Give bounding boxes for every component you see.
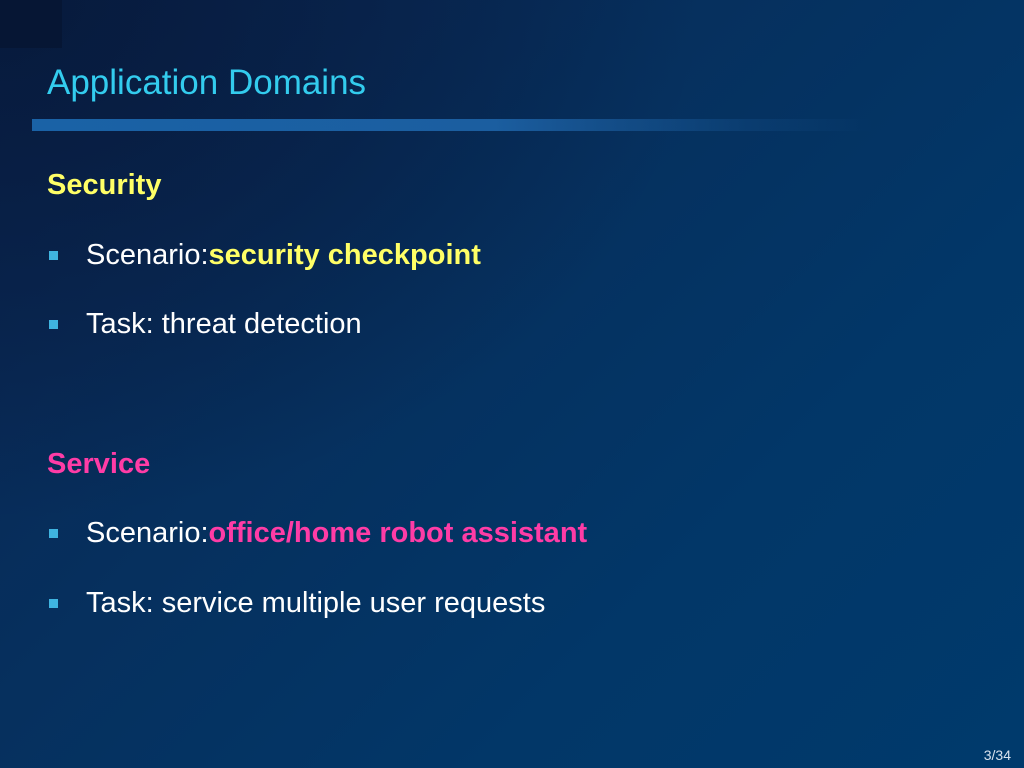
square-bullet-icon: [49, 319, 58, 329]
bullet-item-service-task: Task: service multiple user requests: [49, 583, 545, 623]
page-number: 3/34: [983, 747, 1011, 763]
section-heading-service: Service: [47, 448, 151, 480]
bullet-item-security-task: Task: threat detection: [49, 304, 362, 344]
corner-block: [0, 0, 62, 48]
bullet-emphasis: office/home robot assistant: [208, 516, 588, 549]
bullet-label: Scenario:: [86, 516, 209, 549]
bullet-label: Task: service multiple user requests: [86, 586, 546, 619]
bullet-emphasis: security checkpoint: [208, 238, 481, 271]
bullet-item-service-scenario: Scenario: office/home robot assistant: [49, 513, 587, 553]
bullet-label: Task: threat detection: [86, 307, 362, 340]
square-bullet-icon: [49, 528, 58, 538]
square-bullet-icon: [49, 250, 58, 260]
title-underline: [32, 119, 872, 131]
square-bullet-icon: [49, 598, 58, 608]
slide-title: Application Domains: [47, 63, 367, 102]
bullet-item-security-scenario: Scenario: security checkpoint: [49, 235, 481, 275]
bullet-label: Scenario:: [86, 238, 209, 271]
section-heading-security: Security: [47, 169, 162, 201]
